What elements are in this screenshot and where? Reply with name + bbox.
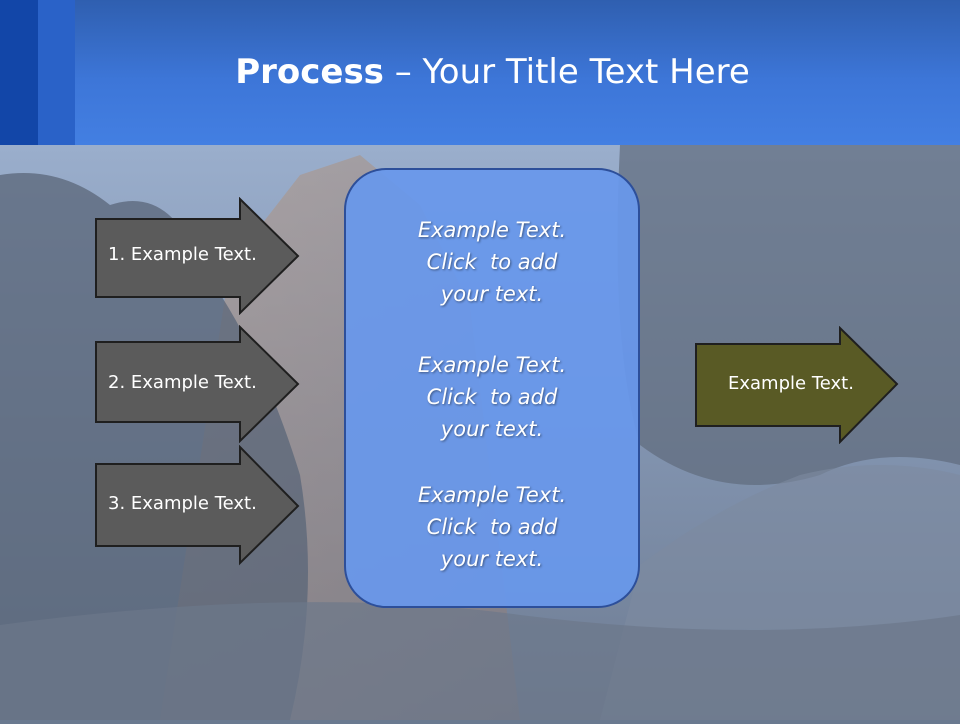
arrow-shape: [95, 325, 300, 443]
process-step-label: 2. Example Text.: [108, 372, 257, 393]
arrow-shape: [95, 197, 300, 315]
process-step-arrow-2[interactable]: 2. Example Text.: [94, 325, 300, 443]
process-result-arrow[interactable]: Example Text.: [694, 326, 900, 444]
center-box-line: your text.: [440, 547, 544, 571]
center-box-paragraph: Example Text. Click to add your text.: [346, 349, 638, 445]
slide-title-rest: – Your Title Text Here: [383, 52, 750, 92]
arrow-shape: [95, 445, 300, 566]
process-center-box[interactable]: Example Text. Click to add your text. Ex…: [344, 168, 640, 608]
center-box-line: your text.: [440, 282, 544, 306]
process-result-label: Example Text.: [728, 373, 854, 394]
center-box-paragraph: Example Text. Click to add your text.: [346, 479, 638, 575]
banner-accent-block: [38, 0, 75, 145]
process-step-label: 1. Example Text.: [108, 244, 257, 265]
banner-accent-block: [0, 0, 38, 145]
process-step-arrow-1[interactable]: 1. Example Text.: [94, 197, 300, 315]
center-box-line: Click to add: [426, 250, 558, 274]
center-box-paragraph: Example Text. Click to add your text.: [346, 214, 638, 310]
process-step-arrow-3[interactable]: 3. Example Text.: [94, 445, 300, 567]
arrow-shape: [695, 326, 899, 444]
slide-title-bold: Process: [235, 52, 384, 92]
process-step-label: 3. Example Text.: [108, 493, 257, 514]
center-box-line: Example Text.: [417, 218, 567, 242]
center-box-line: Example Text.: [417, 483, 567, 507]
center-box-line: Example Text.: [417, 353, 567, 377]
center-box-line: Click to add: [426, 385, 558, 409]
title-banner: Process – Your Title Text Here: [0, 0, 960, 145]
center-box-line: your text.: [440, 417, 544, 441]
center-box-line: Click to add: [426, 515, 558, 539]
slide-title[interactable]: Process – Your Title Text Here: [0, 52, 960, 92]
